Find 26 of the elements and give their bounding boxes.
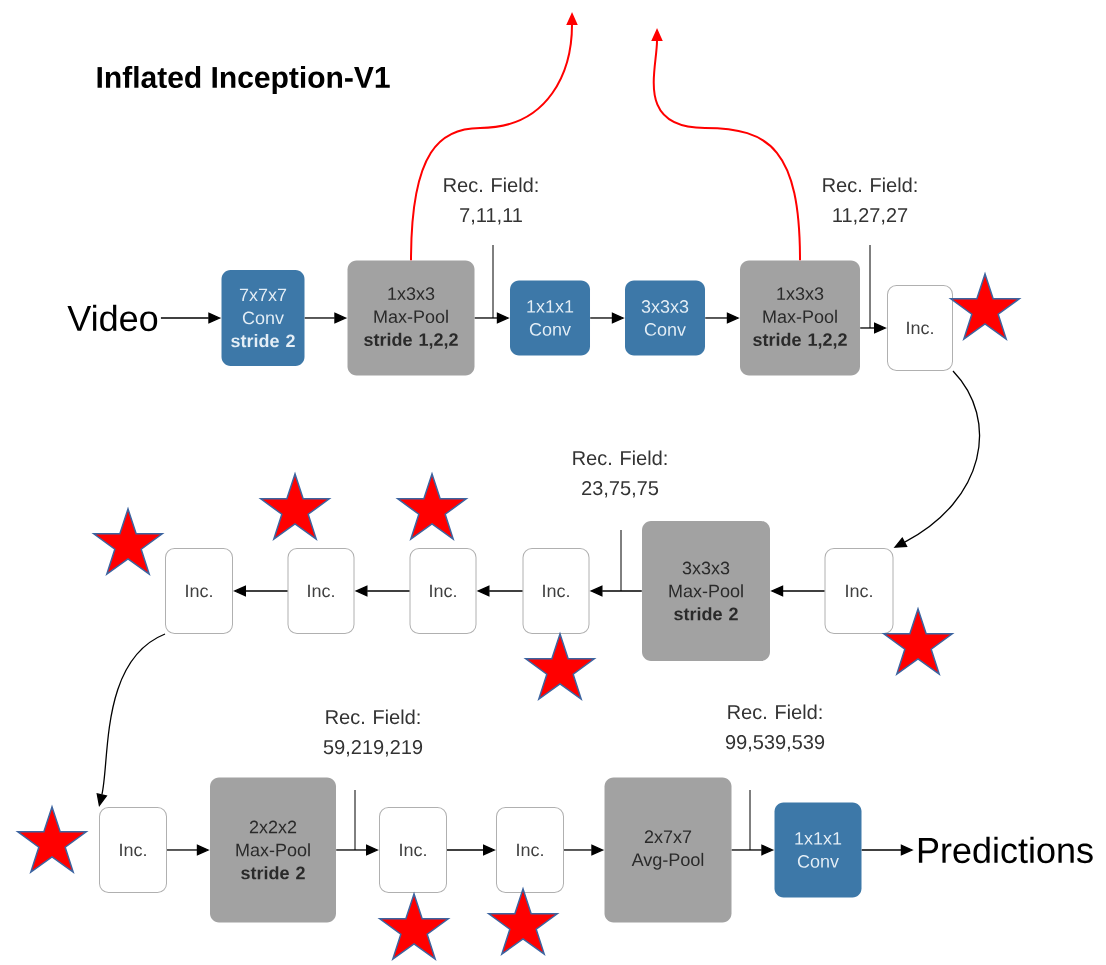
inception-box: Inc. [165,548,233,634]
conv-block: 3x3x3 Conv [625,280,705,356]
field-label: Rec. Field: 59,219,219 [323,709,423,757]
pool-block: 1x3x3 Max-Pool stride 1,2,2 [740,260,860,376]
conv-block: 1x1x1 Conv [774,802,862,898]
io-text: Video [67,304,158,332]
field-label: Rec. Field: 11,27,27 [823,177,917,225]
inception-box: Inc. [379,807,447,893]
inception-box: Inc. [496,807,564,893]
inception-box: Inc. [522,548,590,634]
title: Inflated Inception-V1 [97,66,390,94]
inception-box: Inc. [887,285,953,371]
inception-box: Inc. [409,548,477,634]
field-label: Rec. Field: 23,75,75 [573,450,667,498]
conv-block: 7x7x7 Conv stride 2 [221,270,305,366]
field-label: Rec. Field: 99,539,539 [725,704,825,752]
inception-box: Inc. [287,548,355,634]
inception-box: Inc. [824,548,894,634]
conv-block: 1x1x1 Conv [510,280,590,356]
field-label: Rec. Field: 7,11,11 [444,177,538,225]
pool-block: 1x3x3 Max-Pool stride 1,2,2 [347,260,475,376]
pool-block: 3x3x3 Max-Pool stride 2 [642,521,770,661]
io-text: Predictions [918,836,1093,864]
pool-block: 2x2x2 Max-Pool stride 2 [210,777,336,923]
pool-block: 2x7x7 Avg-Pool [604,777,732,923]
inception-box: Inc. [99,807,167,893]
